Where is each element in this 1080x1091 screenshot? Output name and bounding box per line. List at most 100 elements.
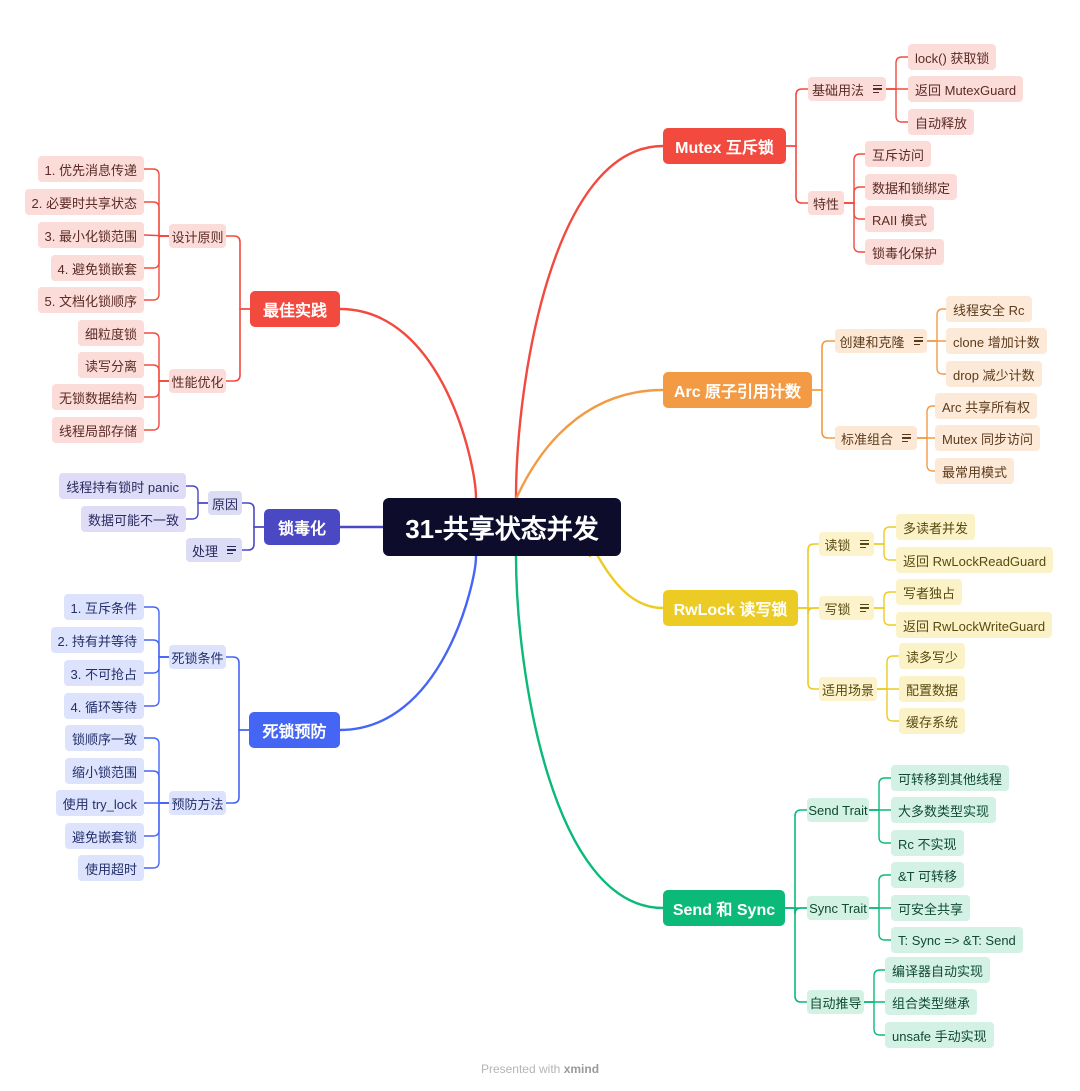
leaf-topic[interactable]: Rc 不实现	[891, 830, 964, 856]
leaf-topic[interactable]: 5. 文档化锁顺序	[37, 287, 144, 313]
leaf-topic[interactable]: 锁顺序一致	[64, 725, 144, 751]
subtopic[interactable]: 预防方法	[169, 791, 226, 815]
footer-brand: xmind	[563, 1062, 600, 1076]
branch-topic[interactable]: 最佳实践	[250, 291, 340, 327]
subtopic[interactable]: 特性	[808, 191, 844, 215]
leaf-topic[interactable]: 返回 RwLockWriteGuard	[896, 612, 1053, 638]
leaf-topic[interactable]: 配置数据	[899, 676, 966, 702]
subtopic[interactable]: 设计原则	[169, 224, 226, 248]
leaf-topic[interactable]: 返回 RwLockReadGuard	[896, 547, 1054, 573]
leaf-topic[interactable]: 缩小锁范围	[64, 758, 144, 784]
branch-topic[interactable]: Send 和 Sync	[663, 890, 785, 926]
leaf-topic[interactable]: 数据可能不一致	[80, 506, 186, 532]
subtopic[interactable]: Send Trait	[807, 798, 869, 822]
leaf-topic-label: unsafe 手动实现	[892, 1028, 987, 1044]
leaf-topic-label: 无锁数据结构	[58, 390, 137, 406]
leaf-topic[interactable]: 编译器自动实现	[885, 957, 991, 983]
leaf-topic[interactable]: drop 减少计数	[946, 361, 1042, 387]
leaf-topic[interactable]: 1. 互斥条件	[63, 594, 144, 620]
leaf-topic[interactable]: 互斥访问	[865, 141, 932, 167]
leaf-topic[interactable]: 使用超时	[77, 855, 144, 881]
footer-prefix: Presented with	[480, 1062, 561, 1076]
subtopic[interactable]: 适用场景	[819, 677, 877, 701]
leaf-topic[interactable]: clone 增加计数	[946, 328, 1047, 354]
leaf-topic[interactable]: RAII 模式	[865, 206, 934, 232]
leaf-topic[interactable]: 2. 必要时共享状态	[24, 189, 144, 215]
leaf-topic[interactable]: 线程局部存储	[51, 417, 144, 443]
leaf-topic[interactable]: 无锁数据结构	[51, 384, 144, 410]
note-icon	[902, 434, 912, 442]
leaf-topic[interactable]: 多读者并发	[896, 514, 976, 540]
branch-topic[interactable]: 锁毒化	[264, 509, 340, 545]
subtopic[interactable]: 读锁	[819, 532, 874, 556]
leaf-topic[interactable]: T: Sync => &T: Send	[891, 927, 1023, 953]
branch-topic-label: Mutex 互斥锁	[675, 140, 774, 157]
subtopic[interactable]: 标准组合	[835, 426, 917, 450]
leaf-topic[interactable]: Arc 共享所有权	[935, 393, 1038, 419]
leaf-topic[interactable]: unsafe 手动实现	[885, 1022, 994, 1048]
branch-topic-label: RwLock 读写锁	[673, 602, 788, 619]
leaf-topic[interactable]: lock() 获取锁	[908, 44, 997, 70]
note-icon	[227, 546, 237, 554]
subtopic-label: 死锁条件	[171, 650, 224, 666]
leaf-topic[interactable]: 线程持有锁时 panic	[59, 473, 186, 499]
leaf-topic-label: 2. 持有并等待	[57, 633, 137, 649]
leaf-topic[interactable]: 3. 不可抢占	[63, 660, 144, 686]
leaf-topic[interactable]: 避免嵌套锁	[64, 823, 144, 849]
leaf-topic[interactable]: 自动释放	[908, 109, 975, 135]
leaf-topic[interactable]: 线程安全 Rc	[946, 296, 1032, 322]
subtopic[interactable]: 自动推导	[807, 990, 864, 1014]
leaf-topic-label: T: Sync => &T: Send	[898, 932, 1016, 948]
leaf-topic-label: lock() 获取锁	[915, 50, 990, 66]
leaf-topic[interactable]: 1. 优先消息传递	[37, 156, 144, 182]
leaf-topic[interactable]: 可转移到其他线程	[891, 765, 1010, 791]
leaf-topic-label: RAII 模式	[872, 212, 927, 228]
leaf-topic[interactable]: 使用 try_lock	[55, 790, 144, 816]
leaf-topic[interactable]: 读多写少	[899, 643, 966, 669]
leaf-topic[interactable]: 读写分离	[77, 352, 144, 378]
leaf-topic[interactable]: 4. 避免锁嵌套	[50, 255, 144, 281]
leaf-topic[interactable]: 细粒度锁	[77, 320, 144, 346]
branch-topic[interactable]: 死锁预防	[249, 712, 340, 748]
subtopic[interactable]: 创建和克隆	[835, 329, 927, 353]
branch-topic[interactable]: Arc 原子引用计数	[663, 372, 812, 408]
root-topic[interactable]: 31-共享状态并发	[383, 498, 621, 556]
subtopic-label: 预防方法	[171, 796, 224, 812]
leaf-topic[interactable]: &T 可转移	[891, 862, 964, 888]
subtopic[interactable]: 写锁	[819, 596, 874, 620]
subtopic[interactable]: 处理	[186, 538, 242, 562]
leaf-topic[interactable]: 锁毒化保护	[865, 239, 945, 265]
subtopic[interactable]: Sync Trait	[807, 896, 869, 920]
subtopic-label: 自动推导	[809, 995, 862, 1011]
leaf-topic-label: 写者独占	[903, 585, 956, 601]
leaf-topic-label: 互斥访问	[872, 147, 925, 163]
leaf-topic[interactable]: Mutex 同步访问	[935, 425, 1041, 451]
leaf-topic-label: 4. 避免锁嵌套	[57, 261, 137, 277]
leaf-topic-label: Arc 共享所有权	[942, 399, 1031, 415]
subtopic[interactable]: 死锁条件	[169, 645, 226, 669]
leaf-topic[interactable]: 写者独占	[896, 579, 963, 605]
subtopic-label: 设计原则	[171, 229, 224, 245]
subtopic[interactable]: 原因	[208, 491, 242, 515]
leaf-topic[interactable]: 数据和锁绑定	[865, 174, 958, 200]
leaf-topic-label: 线程安全 Rc	[953, 302, 1025, 318]
leaf-topic[interactable]: 最常用模式	[935, 458, 1015, 484]
leaf-topic[interactable]: 2. 持有并等待	[50, 627, 144, 653]
leaf-topic[interactable]: 组合类型继承	[885, 989, 978, 1015]
leaf-topic[interactable]: 4. 循环等待	[63, 693, 144, 719]
leaf-topic[interactable]: 可安全共享	[891, 895, 971, 921]
leaf-topic[interactable]: 3. 最小化锁范围	[37, 222, 144, 248]
leaf-topic[interactable]: 大多数类型实现	[891, 797, 997, 823]
branch-topic[interactable]: RwLock 读写锁	[663, 590, 798, 626]
branch-topic[interactable]: Mutex 互斥锁	[663, 128, 786, 164]
leaf-topic-label: 避免嵌套锁	[71, 829, 137, 845]
subtopic-label: 基础用法	[812, 82, 865, 98]
leaf-topic-label: 可转移到其他线程	[898, 771, 1003, 787]
subtopic[interactable]: 基础用法	[808, 77, 886, 101]
subtopic-label: 标准组合	[841, 431, 894, 447]
subtopic[interactable]: 性能优化	[169, 369, 226, 393]
leaf-topic[interactable]: 缓存系统	[899, 708, 966, 734]
leaf-topic[interactable]: 返回 MutexGuard	[908, 76, 1024, 102]
leaf-topic-label: 2. 必要时共享状态	[31, 195, 137, 211]
